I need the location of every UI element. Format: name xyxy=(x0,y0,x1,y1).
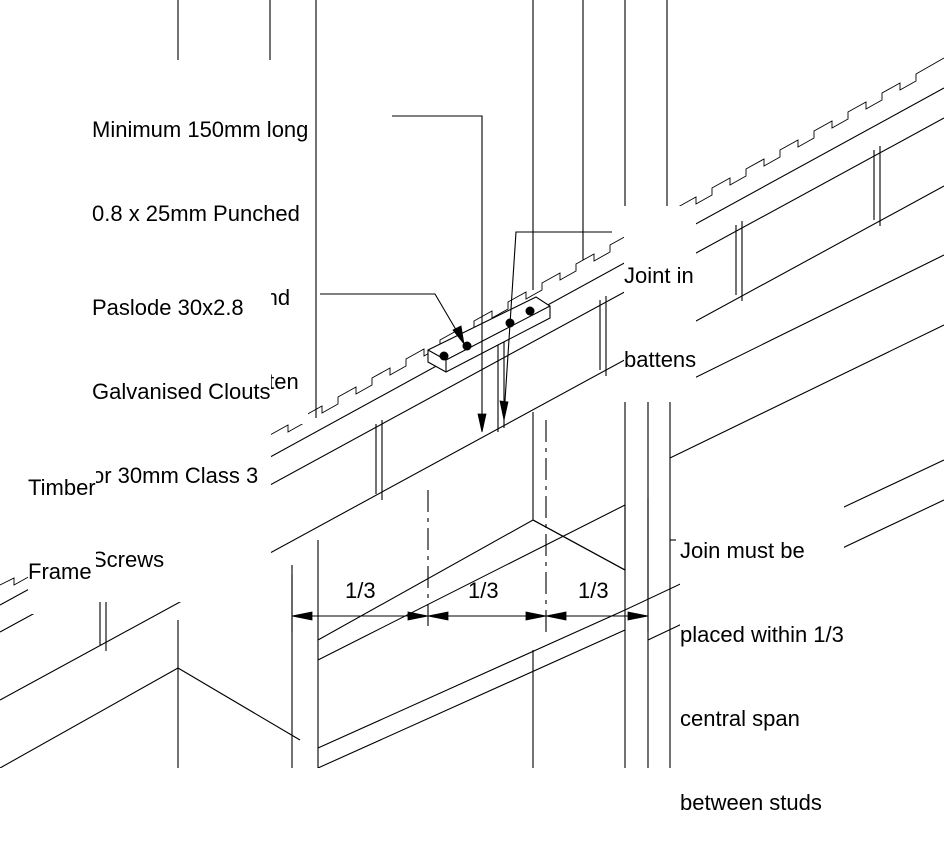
fixings-callout: Paslode 30x2.8 Galvanised Clouts or 30mm… xyxy=(92,238,271,602)
fixings-callout-line: Paslode 30x2.8 xyxy=(92,295,244,320)
dimension-label: 1/3 xyxy=(468,578,499,603)
timber-frame-callout-line: Timber xyxy=(28,475,96,500)
timber-frame-callout-line: Frame xyxy=(28,559,92,584)
division-centrelines xyxy=(427,420,547,632)
fixing-hole xyxy=(462,341,472,351)
batten-joint-diagram xyxy=(0,0,944,768)
strapping-callout-line: Minimum 150mm long xyxy=(92,117,309,142)
timber-frame-callout: Timber Frame xyxy=(28,418,96,614)
fixings-callout-line: Screws xyxy=(92,547,165,572)
joint-callout-line: Joint in xyxy=(624,263,694,288)
fixings-callout-line: or 30mm Class 3 xyxy=(92,463,259,488)
strapping-callout-line: 0.8 x 25mm Punched xyxy=(92,201,300,226)
span-rule-callout-line: between studs xyxy=(680,790,822,815)
span-rule-callout-line: central span xyxy=(680,706,800,731)
fixing-hole xyxy=(439,351,449,361)
span-rule-callout: Join must be placed within 1/3 central s… xyxy=(680,481,844,845)
dimension-line xyxy=(291,498,649,632)
joint-callout-line: battens xyxy=(624,347,697,372)
fixing-hole xyxy=(525,306,535,316)
dimension-label: 1/3 xyxy=(345,578,376,603)
span-rule-callout-line: Join must be xyxy=(680,538,805,563)
joint-callout: Joint in battens xyxy=(624,206,697,402)
dimension-label: 1/3 xyxy=(578,578,609,603)
span-rule-callout-line: placed within 1/3 xyxy=(680,622,844,647)
strapping-plate xyxy=(427,296,551,373)
fixings-callout-line: Galvanised Clouts xyxy=(92,379,271,404)
